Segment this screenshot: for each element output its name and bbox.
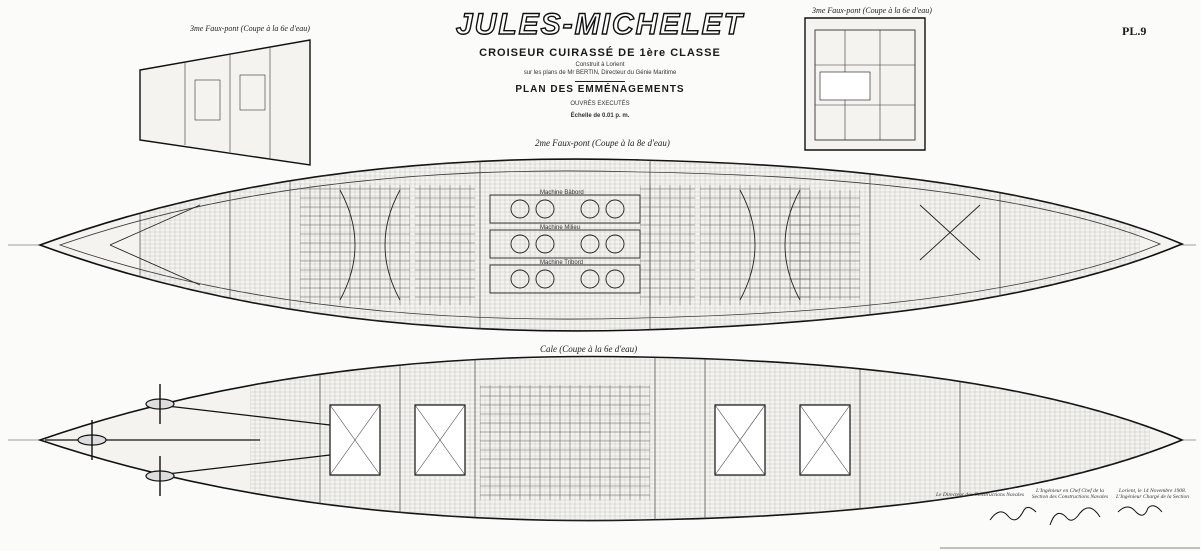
signature-marks [940, 505, 1200, 549]
engineer-signature-text: L'Ingénieur en Chef Chef de la Section d… [1031, 488, 1109, 500]
machine-label-2: Machine Milieu [540, 225, 581, 231]
hold-hull-plan [37, 355, 1185, 522]
plan-title: PLAN DES EMMÉNAGEMENTS [515, 84, 685, 95]
deck2-hull-plan [37, 158, 1185, 332]
ship-title: JULES-MICHELET [455, 7, 744, 41]
plate-number: PL.9 [1122, 24, 1147, 38]
fwd-inset-label: 3me Faux-pont (Coupe à la 6e d'eau) [812, 6, 932, 15]
machine-label-3: Machine Tribord [540, 260, 584, 266]
plan-note: OUVRÉS EXECUTÉS [570, 101, 630, 107]
plans-note: sur les plans de Mr BERTIN, Directeur du… [523, 70, 677, 76]
director-signature-text: Le Directeur des Constructions Navales [935, 492, 1025, 498]
date-signature-text: Lorient, le 14 Novembre 1908. L'Ingénieu… [1115, 488, 1190, 500]
scale-note: Échelle de 0.01 p. m. [570, 113, 630, 119]
ship-subtitle: CROISEUR CUIRASSÉ DE 1ère CLASSE [479, 47, 721, 59]
construction-note: Construit à Lorient [575, 62, 625, 68]
machine-label-1: Machine Bâbord [540, 190, 584, 196]
aft-inset-label: 3me Faux-pont (Coupe à la 6e d'eau) [190, 24, 310, 33]
hold-label: Cale (Coupe à la 6e d'eau) [540, 344, 638, 354]
aft-inset-plan [139, 39, 311, 166]
title-divider [575, 81, 625, 82]
fwd-inset-plan [804, 17, 926, 151]
deck2-label: 2me Faux-pont (Coupe à la 8e d'eau) [535, 138, 670, 148]
